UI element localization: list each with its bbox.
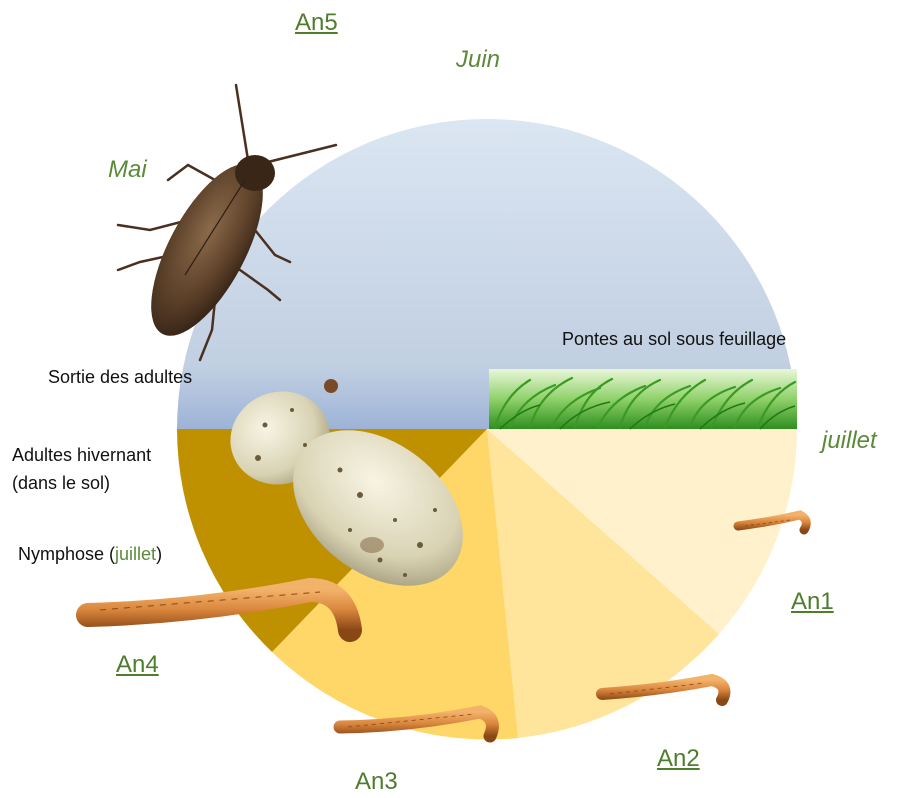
month-label-juillet: juillet [822,427,877,455]
note-sortie-adultes: Sortie des adultes [48,363,192,391]
nymphose-month: juillet [115,544,156,564]
note-pontes: Pontes au sol sous feuillage [562,325,786,353]
year-label-an2: An2 [657,745,700,773]
year-label-an3: An3 [355,768,398,796]
note-nymphose: Nymphose (juillet) [18,540,162,568]
month-label-juin: Juin [456,46,500,74]
month-label-mai: Mai [108,156,147,184]
note-adultes-hivernant: Adultes hivernant (dans le sol) [12,441,151,497]
nymphose-suffix: ) [156,544,162,564]
grass-image [489,369,797,429]
nymphose-prefix: Nymphose ( [18,544,115,564]
year-label-an5: An5 [295,9,338,37]
year-label-an4: An4 [116,651,159,679]
note-adultes-hivernant-line1: Adultes hivernant [12,441,151,469]
year-label-an1: An1 [791,588,834,616]
note-adultes-hivernant-line2: (dans le sol) [12,469,151,497]
